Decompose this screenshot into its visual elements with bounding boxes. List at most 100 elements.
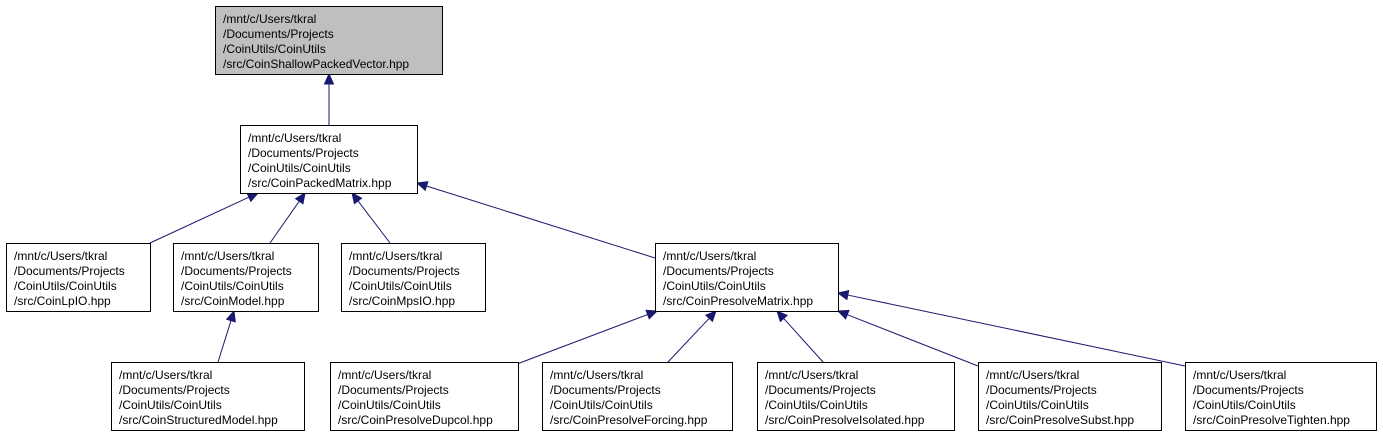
edge-mpsio-to-packedmatrix [351,192,391,244]
node-label-line: /CoinUtils/CoinUtils [663,279,766,293]
edge-lpio-to-packedmatrix [149,192,260,244]
edge-model-to-packedmatrix [269,192,306,244]
node-label-line: /Documents/Projects [181,264,292,278]
edge-line [426,185,656,259]
node-label-line: /mnt/c/Users/tkral [550,368,643,382]
arrowhead-icon [704,310,717,323]
node-label-line: /Documents/Projects [14,264,125,278]
node-box [6,243,151,312]
arrowhead-icon [776,310,788,323]
node-label-line: /CoinUtils/CoinUtils [14,279,117,293]
node-label-line: /Documents/Projects [248,146,359,160]
node-dupcol[interactable]: /mnt/c/Users/tkral/Documents/Projects/Co… [330,362,519,431]
edge-packedmatrix-to-shallow [323,72,335,125]
node-label-line: /src/CoinPresolveDupcol.hpp [338,413,493,427]
arrowhead-icon [294,192,306,205]
node-label-line: /CoinUtils/CoinUtils [765,398,868,412]
node-box [330,362,519,431]
arrowhead-icon [836,309,850,320]
node-box [655,243,839,312]
node-box [240,125,418,194]
nodes-layer: /mnt/c/Users/tkral/Documents/Projects/Co… [6,6,1377,431]
edge-line [217,320,232,363]
node-label-line: /mnt/c/Users/tkral [223,12,316,26]
edge-line [149,196,250,244]
node-packedmatrix[interactable]: /mnt/c/Users/tkral/Documents/Projects/Co… [240,125,418,194]
edge-line [847,314,979,367]
edge-line [847,294,1186,367]
edge-line [357,200,391,244]
node-label-line: /mnt/c/Users/tkral [663,249,756,263]
node-label-line: /Documents/Projects [550,383,661,397]
node-label-line: /mnt/c/Users/tkral [349,249,442,263]
node-label-line: /Documents/Projects [663,264,774,278]
node-box [757,362,955,431]
node-mpsio[interactable]: /mnt/c/Users/tkral/Documents/Projects/Co… [341,243,486,312]
node-shallow[interactable]: /mnt/c/Users/tkral/Documents/Projects/Co… [215,6,443,75]
node-label-line: /src/CoinShallowPackedVector.hpp [223,57,409,71]
node-label-line: /src/CoinPresolveIsolated.hpp [765,413,925,427]
node-structuredmodel[interactable]: /mnt/c/Users/tkral/Documents/Projects/Co… [111,362,305,431]
node-presolvematrix[interactable]: /mnt/c/Users/tkral/Documents/Projects/Co… [655,243,839,312]
node-label-line: /mnt/c/Users/tkral [986,368,1079,382]
node-box [1185,362,1377,431]
node-label-line: /src/CoinPresolveMatrix.hpp [663,294,813,308]
node-label-line: /Documents/Projects [1193,383,1304,397]
node-label-line: /src/CoinPackedMatrix.hpp [248,176,392,190]
arrowhead-icon [415,181,429,192]
node-label-line: /src/CoinPresolveSubst.hpp [986,413,1134,427]
node-label-line: /CoinUtils/CoinUtils [248,161,351,175]
arrowhead-icon [323,72,335,85]
edge-line [783,318,824,363]
node-label-line: /src/CoinPresolveForcing.hpp [550,413,708,427]
node-label-line: /src/CoinStructuredModel.hpp [119,413,278,427]
node-label-line: /mnt/c/Users/tkral [1193,368,1286,382]
arrowhead-icon [225,309,236,323]
node-label-line: /src/CoinPresolveTighten.hpp [1193,413,1350,427]
node-label-line: /Documents/Projects [119,383,230,397]
node-label-line: /CoinUtils/CoinUtils [986,398,1089,412]
node-label-line: /mnt/c/Users/tkral [119,368,212,382]
node-label-line: /CoinUtils/CoinUtils [550,398,653,412]
node-label-line: /src/CoinMpsIO.hpp [349,294,455,308]
edge-subst-to-presolvematrix [836,309,979,367]
node-label-line: /Documents/Projects [986,383,1097,397]
edge-isolated-to-presolvematrix [776,310,824,363]
node-label-line: /mnt/c/Users/tkral [248,131,341,145]
node-tighten[interactable]: /mnt/c/Users/tkral/Documents/Projects/Co… [1185,362,1377,431]
edge-dupcol-to-presolvematrix [516,309,659,365]
arrowhead-icon [836,290,850,301]
node-label-line: /CoinUtils/CoinUtils [1193,398,1296,412]
node-lpio[interactable]: /mnt/c/Users/tkral/Documents/Projects/Co… [6,243,151,312]
node-label-line: /mnt/c/Users/tkral [14,249,107,263]
edge-structuredmodel-to-model [217,309,236,363]
node-forcing[interactable]: /mnt/c/Users/tkral/Documents/Projects/Co… [542,362,733,431]
node-label-line: /src/CoinModel.hpp [181,294,285,308]
node-label-line: /CoinUtils/CoinUtils [119,398,222,412]
node-isolated[interactable]: /mnt/c/Users/tkral/Documents/Projects/Co… [757,362,955,431]
node-label-line: /Documents/Projects [765,383,876,397]
node-box [978,362,1162,431]
node-box [215,6,443,75]
edge-line [667,317,710,363]
node-label-line: /Documents/Projects [349,264,460,278]
node-label-line: /CoinUtils/CoinUtils [338,398,441,412]
node-label-line: /Documents/Projects [223,27,334,41]
node-label-line: /CoinUtils/CoinUtils [181,279,284,293]
node-box [173,243,319,312]
node-box [542,362,733,431]
node-box [341,243,486,312]
node-label-line: /CoinUtils/CoinUtils [349,279,452,293]
node-model[interactable]: /mnt/c/Users/tkral/Documents/Projects/Co… [173,243,319,312]
node-subst[interactable]: /mnt/c/Users/tkral/Documents/Projects/Co… [978,362,1162,431]
node-box [111,362,305,431]
node-label-line: /mnt/c/Users/tkral [181,249,274,263]
edges-layer [149,72,1186,367]
edge-presolvematrix-to-packedmatrix [415,181,656,259]
node-label-line: /Documents/Projects [338,383,449,397]
edge-line [516,314,648,365]
arrowhead-icon [246,192,260,203]
node-label-line: /mnt/c/Users/tkral [765,368,858,382]
arrowhead-icon [351,192,363,205]
